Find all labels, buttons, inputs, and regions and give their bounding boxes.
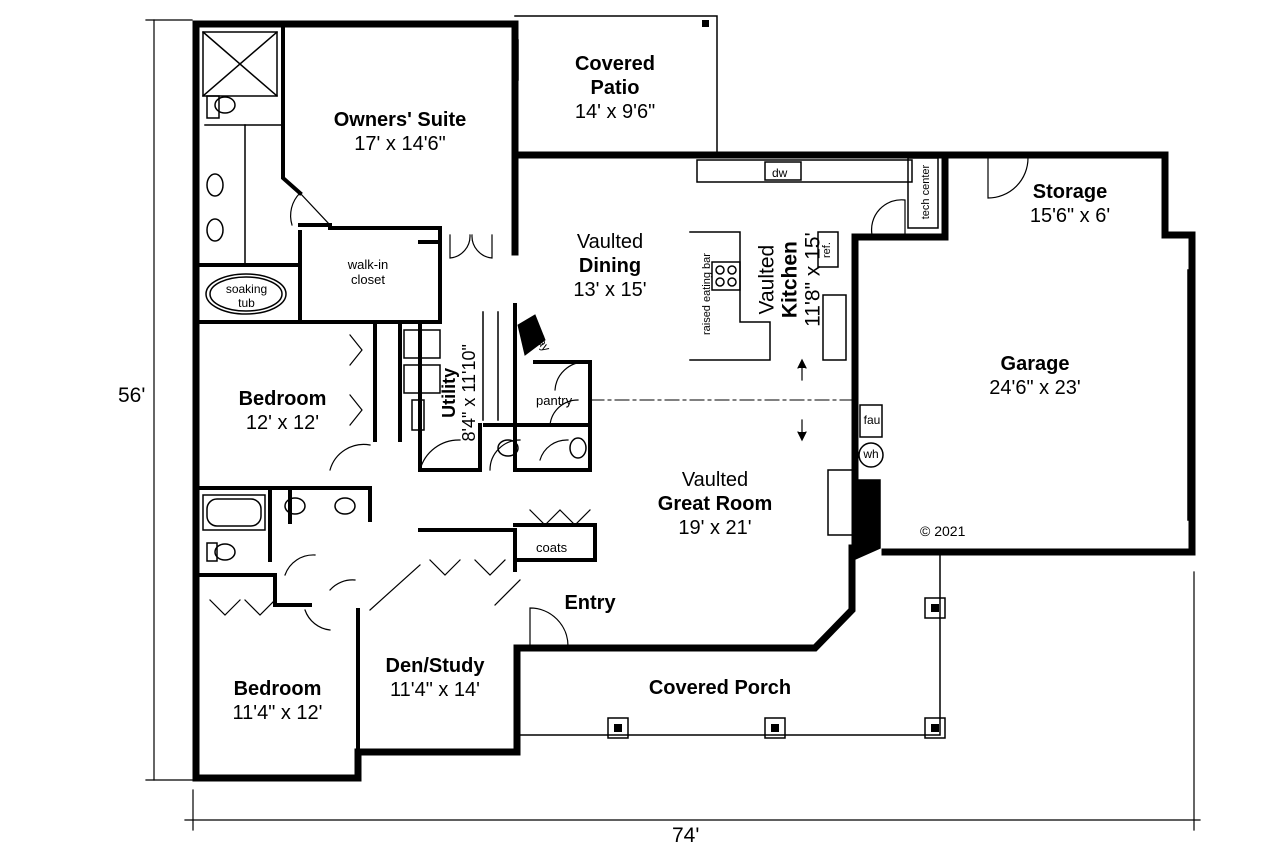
dw-label: dw [772,166,788,180]
bedroom2-name: Bedroom [233,678,322,700]
kitchen-counters [689,157,939,361]
coats-label: coats [536,540,568,555]
bedroom1-size: 12' x 12' [245,412,320,434]
door-swings [284,157,1029,647]
bedroom2-size: 11'4" x 12' [232,702,323,724]
den-size: 11'4" x 14' [390,679,480,701]
covered-patio-label: Covered Patio 14' x 9'6" [530,52,700,124]
display-niche [517,314,546,356]
water-heater [858,442,884,468]
great-room-pre: Vaulted [681,469,749,491]
vault-arrows [797,358,807,442]
storage-name: Storage [1032,181,1108,203]
utility-label: Utility 8'4" x 11'10" [439,323,480,463]
pantry-label: pantry [536,393,573,408]
utility-name: Utility [439,367,460,418]
soaking-tub-label: soaking tub [225,282,268,310]
windows [194,21,1195,780]
bedroom1-label: Bedroom 12' x 12' [210,387,355,435]
dining-pre: Vaulted [576,231,644,253]
porch-posts [607,597,946,739]
fau-unit [859,404,883,438]
den-name: Den/Study [385,655,485,677]
kitchen-label: Vaulted Kitchen 11'8" x 15' [755,195,824,365]
owners-suite-name: Owners' Suite [333,109,467,131]
dining-label: Vaulted Dining 13' x 15' [530,230,690,302]
kitchen-size: 11'8" x 15' [801,232,825,327]
garage-label: Garage 24'6" x 23' [955,352,1115,400]
covered-patio-name1: Covered [574,53,656,75]
ref-label: ref. [820,242,833,258]
storage-label: Storage 15'6" x 6' [985,180,1155,228]
bath-fixtures [201,30,587,562]
covered-patio-size: 14' x 9'6" [574,101,656,123]
post-dots [614,20,939,732]
covered-patio-name2: Patio [590,77,640,99]
covered-porch-name: Covered Porch [648,677,792,699]
exterior-walls [192,20,1196,782]
owners-suite-label: Owners' Suite 17' x 14'6" [300,108,500,156]
garage-name: Garage [1000,353,1070,375]
bedroom2-label: Bedroom 11'4" x 12' [210,677,345,725]
width-dimension: 74' [672,824,700,847]
walk-in-closet-label: walk-in closet [347,257,389,287]
garage-size: 24'6" x 23' [989,377,1081,399]
porch-outline [516,554,941,736]
den-label: Den/Study 11'4" x 14' [365,654,505,702]
eating-bar-label: raised eating bar [700,253,713,336]
great-room-name: Great Room [657,493,773,515]
fau-label: fau [863,413,881,427]
fireplace [827,469,881,562]
copyright: © 2021 [920,523,966,539]
wh-label: wh [863,447,879,461]
utility-size: 8'4" x 11'10" [459,344,479,442]
tech-center-label: tech center [919,164,932,220]
great-room-label: Vaulted Great Room 19' x 21' [625,468,805,540]
closet-doors [209,334,506,616]
bedroom1-name: Bedroom [238,388,327,410]
dining-size: 13' x 15' [573,279,647,301]
patio-outline [514,15,718,154]
owners-suite-size: 17' x 14'6" [354,133,446,155]
covered-porch-label: Covered Porch [630,676,810,700]
utility-appliances [403,311,499,431]
entry-label: Entry [550,591,630,615]
dining-name: Dining [578,255,642,277]
kitchen-name: Kitchen [778,241,802,319]
storage-size: 15'6" x 6' [1029,205,1111,227]
kitchen-pre: Vaulted [755,244,779,315]
depth-dimension: 56' [118,384,146,407]
dimension-lines [145,19,1201,831]
entry-name: Entry [564,592,616,614]
great-room-size: 19' x 21' [678,517,752,539]
